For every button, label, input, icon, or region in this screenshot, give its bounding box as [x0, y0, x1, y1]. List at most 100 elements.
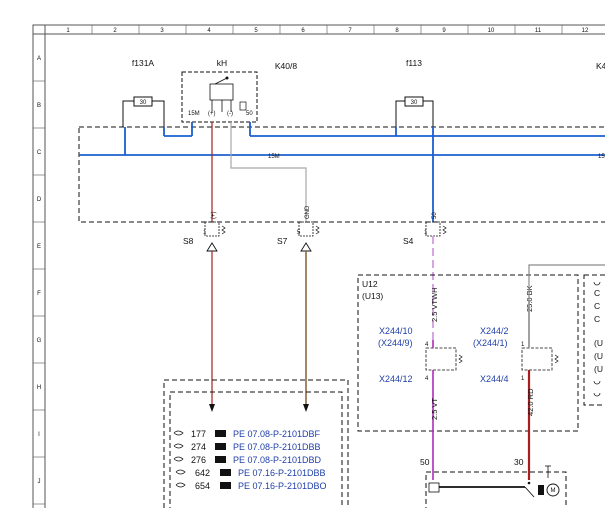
bus-label-15: 15	[598, 154, 605, 160]
fuse-f113-symbol: 30	[395, 96, 434, 127]
relay-k40-8-box: 15M (+) (-) 50	[181, 71, 258, 123]
fuse-f113-value: 30	[411, 100, 418, 106]
column-number: 8	[395, 28, 399, 34]
column-number: 5	[254, 28, 258, 34]
relay-pin-15m: 15M	[188, 111, 200, 117]
reference-code[interactable]: PE 07.08-P-2101DBF	[233, 429, 321, 439]
column-number: 3	[160, 28, 164, 34]
relay-name-k40-8: K40/8	[275, 61, 297, 71]
relay-name-k4: K4	[596, 61, 605, 71]
pin1-top: 1	[521, 342, 525, 348]
reference-num: 654	[195, 481, 210, 491]
column-number: 1	[66, 28, 70, 34]
column-number: 9	[442, 28, 446, 34]
column-number: 7	[348, 28, 352, 34]
connector-s8-pin: 1	[203, 230, 207, 236]
column-number: 6	[301, 28, 305, 34]
reference-code[interactable]: PE 07.16-P-2101DBO	[238, 481, 327, 491]
column-number: 10	[488, 28, 495, 34]
pin-x244-1: (X244/1)	[473, 338, 508, 348]
right-panel-line: (U	[594, 338, 603, 348]
reference-book-icon	[220, 482, 231, 489]
row-letter: G	[37, 338, 42, 344]
relay-pin-50: 50	[246, 111, 253, 117]
connector-s4: 50 1 S4	[403, 212, 447, 246]
connector-s8-name: S8	[183, 236, 194, 246]
row-letter: E	[37, 244, 41, 250]
relay-pin-plus: (+)	[208, 111, 216, 117]
pin-x244-4: X244/4	[480, 374, 509, 384]
reference-code[interactable]: PE 07.16-P-2101DBB	[238, 468, 326, 478]
pin4-top: 4	[425, 342, 429, 348]
reference-row[interactable]: 642 PE 07.16-P-2101DBB	[175, 468, 326, 478]
reference-code[interactable]: PE 07.08-P-2101DBB	[233, 442, 321, 452]
pin-x244-2: X244/2	[480, 326, 509, 336]
right-panel: C C C (U (U (U	[583, 274, 605, 406]
relay-output-wires	[211, 122, 307, 222]
starter-wires: 2.5 VT 42.0 RD	[430, 370, 535, 480]
row-ruler: A B C D E F G H I J	[33, 56, 45, 505]
row-letter: A	[37, 56, 41, 62]
row-letter: C	[37, 150, 42, 156]
fuse-f131a-symbol: 30	[122, 96, 165, 127]
starter-motor-label: M	[551, 488, 556, 494]
module-u12-name: U12	[362, 279, 378, 289]
connector-s7: GND 5 S7	[277, 205, 320, 252]
starter-pin-50: 50	[420, 457, 430, 467]
relay-label-kh: kH	[217, 58, 227, 68]
pin-x244-10: X244/10	[379, 326, 413, 336]
bus-15m: 15M 15	[79, 122, 605, 222]
power-distribution-box	[78, 126, 605, 223]
row-letter: B	[37, 103, 41, 109]
column-number: 2	[113, 28, 117, 34]
connector-s7-pin: 5	[297, 230, 301, 236]
reference-num: 642	[195, 468, 210, 478]
row-letter: I	[38, 432, 40, 438]
wire-label-rd: 42.0 RD	[526, 388, 535, 416]
row-letter: J	[38, 479, 41, 485]
connector-s4-name: S4	[403, 236, 414, 246]
fuse-label-f113: f113	[406, 58, 422, 68]
reference-num: 276	[191, 455, 206, 465]
starter-pin-30: 30	[514, 457, 524, 467]
column-number: 4	[207, 28, 211, 34]
reference-row[interactable]: 177 PE 07.08-P-2101DBF	[173, 429, 321, 439]
reference-row[interactable]: 274 PE 07.08-P-2101DBB	[173, 442, 321, 452]
fuse-label-f131a: f131A	[132, 58, 155, 68]
connector-s4-pin: 1	[424, 230, 428, 236]
reference-row[interactable]: 276 PE 07.08-P-2101DBD	[173, 455, 322, 465]
reference-row[interactable]: 654 PE 07.16-P-2101DBO	[175, 481, 327, 491]
reference-book-icon	[215, 456, 226, 463]
module-u12-sub: (U13)	[362, 291, 383, 301]
connector-s8: (+) 1 S8	[183, 211, 226, 252]
reference-book-icon	[215, 443, 226, 450]
reference-num: 274	[191, 442, 206, 452]
reference-list: 177 PE 07.08-P-2101DBF 274 PE 07.08-P-21…	[173, 429, 327, 491]
pin4-bot: 4	[425, 376, 429, 382]
connector-s7-name: S7	[277, 236, 288, 246]
right-panel-line: C	[594, 288, 600, 298]
pin1-bot: 1	[521, 376, 525, 382]
pin-x244-9: (X244/9)	[378, 338, 413, 348]
row-letter: F	[37, 291, 41, 297]
row-letter: H	[37, 385, 41, 391]
relay-pin-minus: (-)	[227, 111, 233, 117]
column-number: 12	[582, 28, 589, 34]
fuse-f131a-value: 30	[140, 100, 147, 106]
signal-wires	[209, 236, 434, 412]
wire-label-vtwh: 2.5 VTWH	[430, 287, 439, 322]
connector-s7-top: GND	[305, 205, 311, 219]
right-panel-line: (U	[594, 351, 603, 361]
connector-s8-top: (+)	[211, 211, 217, 219]
right-panel-line: C	[594, 314, 600, 324]
right-panel-line: (U	[594, 364, 603, 374]
starter-motor: 50 30 M	[420, 457, 567, 508]
wire-label-vt: 2.5 VT	[430, 397, 439, 420]
pin-x244-12: X244/12	[379, 374, 413, 384]
row-letter: D	[37, 197, 42, 203]
reference-code[interactable]: PE 07.08-P-2101DBD	[233, 455, 322, 465]
right-panel-line: C	[594, 301, 600, 311]
drawing-frame	[32, 24, 605, 508]
